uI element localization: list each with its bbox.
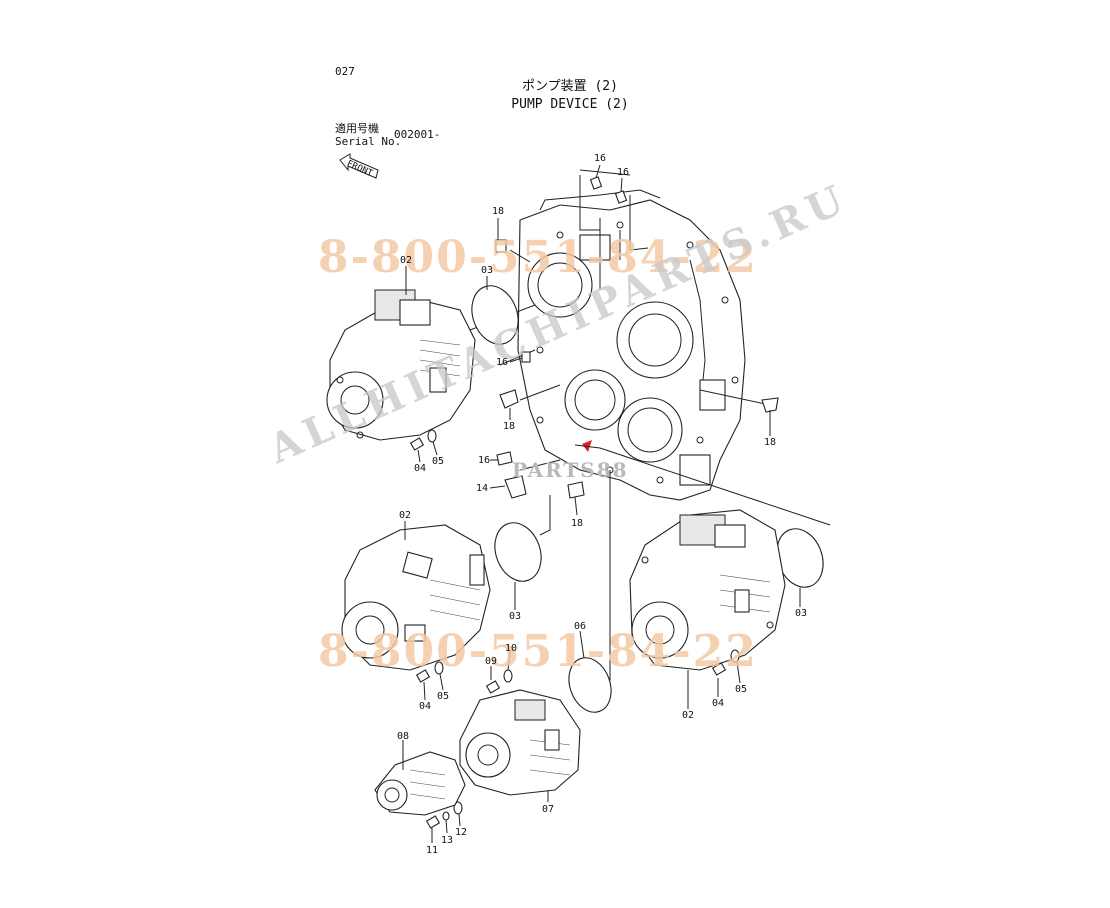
callout-16: 16	[594, 153, 607, 164]
callout-02: 02	[400, 255, 413, 266]
pump-housing	[517, 189, 746, 501]
o-rings	[471, 285, 824, 713]
gear-pump	[374, 751, 466, 816]
callout-18: 18	[764, 437, 777, 448]
title-english: PUMP DEVICE (2)	[511, 97, 629, 112]
front-arrow-icon	[338, 152, 382, 186]
bolts-and-washers	[409, 429, 740, 829]
callout-05: 05	[432, 456, 445, 467]
serial-label-english: Serial No.	[335, 135, 402, 148]
main-pump-upper-left	[326, 289, 476, 441]
page-number: 027	[335, 65, 355, 78]
callout-18: 18	[571, 518, 584, 529]
serial-label-japanese: 適用号機	[335, 122, 379, 135]
main-pump-right	[629, 509, 786, 671]
callout-02: 02	[399, 510, 412, 521]
callout-16: 16	[496, 357, 509, 368]
callout-16: 16	[617, 167, 630, 178]
callout-08: 08	[397, 731, 410, 742]
fittings	[495, 176, 779, 499]
callout-18: 18	[503, 421, 516, 432]
callout-12: 12	[455, 827, 468, 838]
callout-04: 04	[414, 463, 427, 474]
callout-07: 07	[542, 804, 555, 815]
callout-11: 11	[426, 845, 439, 856]
callout-05: 05	[437, 691, 450, 702]
callout-04: 04	[712, 698, 725, 709]
callout-04: 04	[419, 701, 432, 712]
pilot-pump	[459, 689, 581, 796]
callout-14: 14	[476, 483, 489, 494]
title-japanese: ポンプ装置 (2)	[522, 79, 618, 94]
callout-03: 03	[795, 608, 808, 619]
main-pump-middle-left	[341, 524, 491, 671]
callout-06: 06	[574, 621, 587, 632]
callout-leaders	[402, 164, 801, 843]
callout-13: 13	[441, 835, 454, 846]
callout-16: 16	[478, 455, 491, 466]
serial-value: 002001-	[394, 128, 441, 141]
callout-09: 09	[485, 656, 498, 667]
callout-10: 10	[505, 643, 518, 654]
callout-03: 03	[509, 611, 522, 622]
callout-02: 02	[682, 710, 695, 721]
callout-05: 05	[735, 684, 748, 695]
callout-18: 18	[492, 206, 505, 217]
callout-03: 03	[481, 265, 494, 276]
